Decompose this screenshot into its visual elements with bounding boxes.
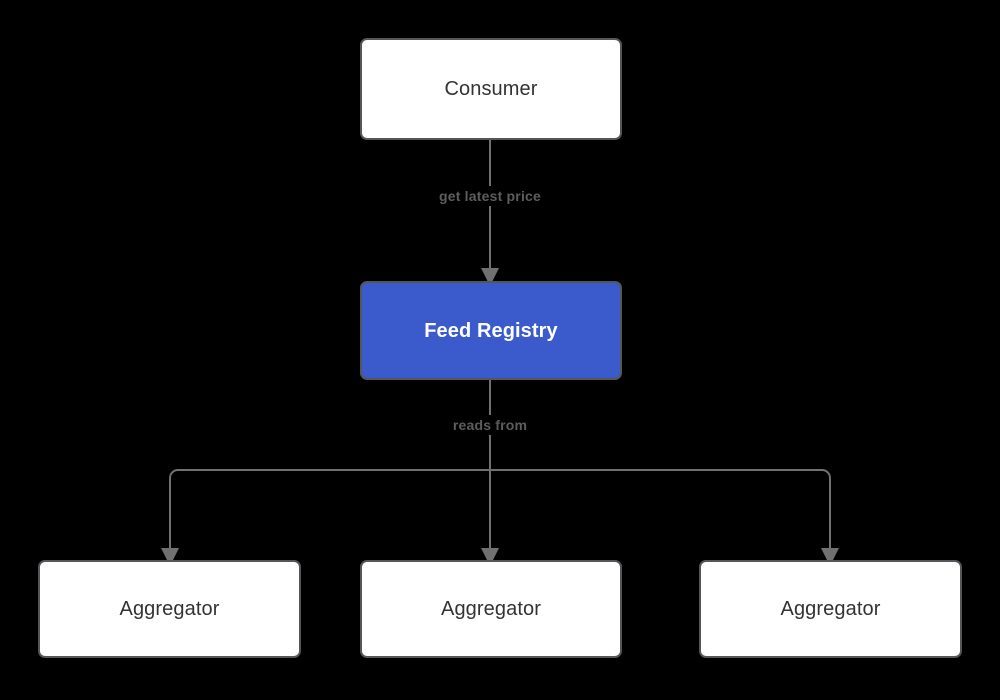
- edge-label-text: reads from: [452, 417, 528, 433]
- node-aggregator-2-label: Aggregator: [441, 598, 541, 620]
- edge-label-get-latest-price: get latest price: [431, 186, 549, 206]
- node-feed-registry-label: Feed Registry: [424, 319, 558, 342]
- node-consumer-label: Consumer: [444, 78, 538, 100]
- node-aggregator-1-label: Aggregator: [119, 598, 220, 620]
- edge-bus-to-aggregator-1: [161, 469, 179, 566]
- node-aggregator-3[interactable]: Aggregator: [699, 560, 962, 658]
- node-feed-registry[interactable]: Feed Registry: [360, 281, 622, 380]
- node-aggregator-2[interactable]: Aggregator: [360, 560, 622, 658]
- node-consumer[interactable]: Consumer: [360, 38, 622, 140]
- edge-bus-to-aggregator-3: [821, 469, 839, 566]
- node-aggregator-1[interactable]: Aggregator: [38, 560, 301, 658]
- node-aggregator-3-label: Aggregator: [780, 598, 881, 620]
- edge-label-text: get latest price: [438, 188, 542, 204]
- edge-label-reads-from: reads from: [445, 415, 535, 435]
